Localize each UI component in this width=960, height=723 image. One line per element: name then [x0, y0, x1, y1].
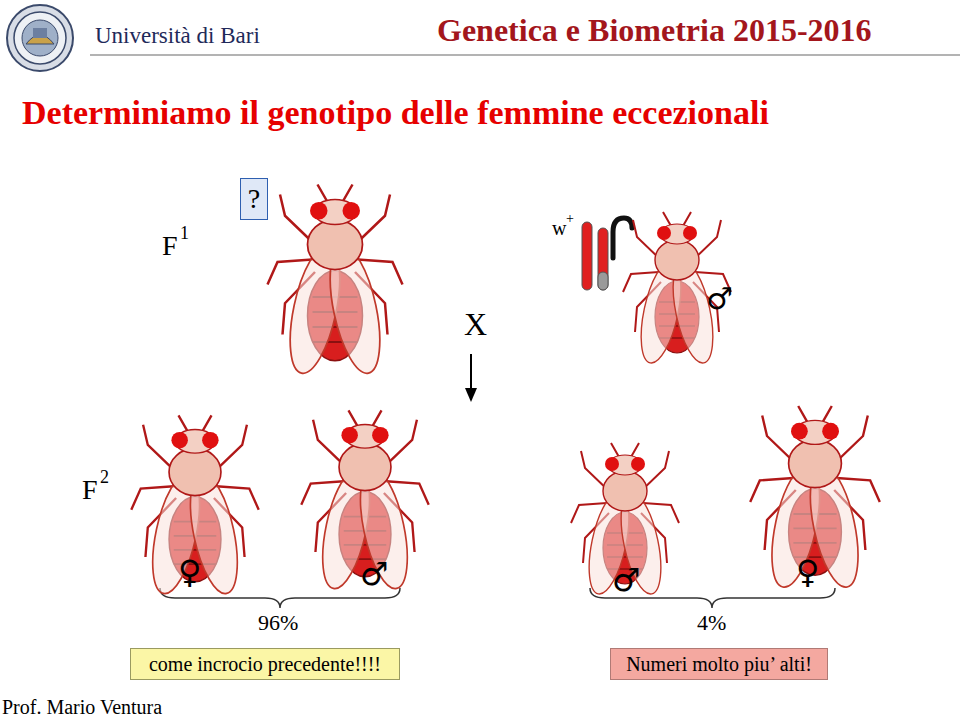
- generation-index: 2: [100, 468, 109, 486]
- institution-name: Università di Bari: [95, 24, 260, 47]
- percentage: 4%: [697, 612, 726, 634]
- fruit-fly: [301, 410, 428, 592]
- box-text: Numeri molto piu’ alti!: [626, 653, 812, 675]
- slide-title: Determiniamo il genotipo delle femmine e…: [22, 96, 769, 130]
- note-box: Numeri molto piu’ alti!: [610, 648, 828, 680]
- university-logo: [7, 5, 73, 71]
- cross-arrow: [470, 354, 472, 390]
- note-box: come incrocio precedente!!!!: [130, 648, 400, 680]
- box-text: come incrocio precedente!!!!: [149, 653, 381, 675]
- arrow-head: [465, 388, 477, 402]
- male-symbol: ♂: [360, 558, 389, 590]
- chromosome-symbol: [582, 218, 632, 290]
- cross-sign: X: [464, 308, 487, 340]
- generation-index: 1: [180, 224, 189, 242]
- bracket: [160, 588, 400, 608]
- female-symbol: ♀: [178, 556, 201, 588]
- generation-label: F: [82, 476, 98, 504]
- box-text: ?: [248, 184, 260, 215]
- fruit-fly: [268, 185, 403, 378]
- generation-label: F: [162, 232, 178, 260]
- percentage: 96%: [258, 612, 298, 634]
- header-rule: [90, 54, 960, 56]
- male-symbol: ♂: [706, 284, 733, 314]
- question-box: ?: [240, 178, 268, 220]
- fruit-fly: [571, 443, 679, 597]
- male-symbol: ♂: [612, 564, 641, 596]
- author-name: Prof. Mario Ventura: [2, 697, 162, 717]
- allele-name: w: [552, 218, 566, 238]
- female-symbol: ♀: [796, 556, 819, 588]
- fruit-fly: [131, 415, 258, 597]
- allele-superscript: +: [566, 212, 574, 226]
- course-name: Genetica e Biometria 2015-2016: [437, 14, 872, 46]
- fruit-fly: [750, 406, 880, 591]
